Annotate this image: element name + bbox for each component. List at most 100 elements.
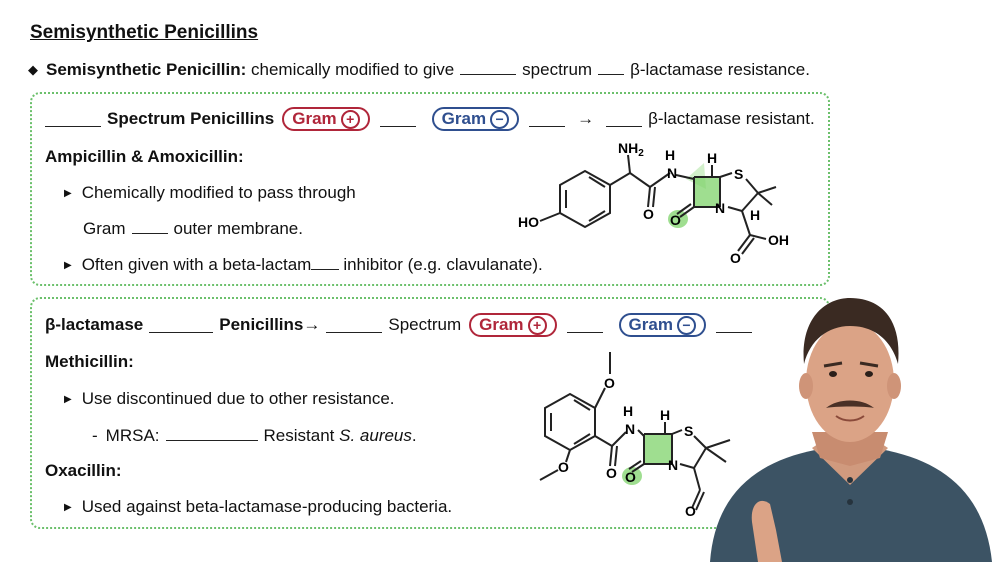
mrsa-item: -MRSA: Resistant S. aureus. [92, 426, 417, 446]
dash-bullet: - [92, 426, 98, 445]
triangle-bullet-icon: ▶ [64, 188, 72, 199]
penicillins-label: Penicillins→ [219, 315, 321, 334]
arrow-icon: → [577, 109, 595, 128]
blank [326, 318, 383, 333]
presenter-shirt [710, 450, 992, 562]
o-label: O [730, 250, 741, 266]
blank [529, 112, 566, 127]
list-item-text: Resistant [263, 426, 335, 445]
o-label: O [558, 459, 569, 475]
blank [715, 318, 752, 333]
s-label: S [684, 423, 693, 439]
oh-label: OH [768, 232, 789, 248]
nh2-label: NH2 [618, 140, 644, 159]
broad-spectrum-box [30, 92, 830, 286]
spectrum-label: Spectrum [388, 315, 462, 334]
presenter-hand [751, 500, 782, 562]
blank [45, 112, 101, 127]
blank [598, 60, 625, 75]
list-item-continued: Gram outer membrane. [83, 219, 303, 239]
presenter-video [710, 298, 992, 562]
list-item: ▶ Use discontinued due to other resistanc… [64, 389, 395, 409]
ho-label: HO [518, 214, 539, 230]
list-item-text: Use discontinued due to other resistance… [81, 389, 395, 408]
methicillin-subheading: Methicillin: [45, 352, 134, 371]
presenter-face [806, 322, 894, 442]
presenter-mustache [826, 400, 874, 408]
list-item: ▶ Chemically modified to pass through [64, 183, 356, 203]
gram-negative-badge: Gram− [431, 107, 520, 131]
gram-negative-label: Gram [441, 109, 487, 128]
o-label: O [670, 212, 681, 228]
list-item-text: Gram [83, 219, 126, 238]
list-item-text: Chemically modified to pass through [81, 183, 356, 202]
blank [149, 318, 214, 333]
beta-lactam-highlight [694, 177, 720, 207]
minus-icon: − [490, 109, 510, 129]
intro-text-1: chemically modified to give [251, 60, 455, 79]
plus-icon: + [527, 315, 547, 335]
s-label: S [734, 166, 743, 182]
gram-negative-badge: Gram− [618, 313, 706, 337]
blank [606, 112, 643, 127]
triangle-bullet-icon: ▶ [64, 394, 72, 405]
blank [165, 426, 258, 441]
triangle-bullet-icon: ▶ [64, 260, 72, 271]
intro-line: ◆ Semisynthetic Penicillin: chemically mo… [28, 60, 810, 80]
o-label: O [643, 206, 654, 222]
blank [566, 318, 603, 333]
gram-positive-label: Gram [479, 315, 524, 334]
o-label: O [606, 465, 617, 481]
benzene-ring [559, 169, 611, 229]
intro-text-3: β-lactamase resistance. [630, 60, 810, 79]
blank [460, 60, 517, 75]
box2-heading: β-lactamase Penicillins→ Spectrum Gram+ … [45, 313, 758, 337]
diamond-bullet-icon: ◆ [28, 62, 38, 77]
list-item-text: outer membrane. [173, 219, 303, 238]
blank [131, 219, 168, 234]
gram-positive-badge: Gram+ [282, 107, 370, 131]
plus-icon: + [340, 109, 360, 129]
h-label: H [660, 407, 670, 423]
h-label: H [665, 147, 675, 163]
o-label: O [685, 503, 696, 519]
list-item-text: inhibitor (e.g. clavulanate). [343, 255, 543, 274]
list-item-text: Used against beta-lactamase-producing ba… [81, 497, 453, 516]
h-label: H [623, 403, 633, 419]
list-item: ▶ Used against beta-lactamase-producing b… [64, 497, 452, 517]
blank [379, 112, 416, 127]
n-label: N [625, 421, 635, 437]
beta-lactam-highlight [644, 434, 672, 464]
page-title: Semisynthetic Penicillins [30, 22, 259, 43]
n-label: N [668, 457, 678, 473]
beta-lactamase-label: β-lactamase [45, 315, 144, 334]
spectrum-penicillins-label: Spectrum Penicillins [107, 109, 275, 128]
species-name: S. aureus [339, 426, 412, 445]
benzene-ring [544, 392, 596, 452]
gram-negative-label: Gram [628, 315, 673, 334]
blank [311, 255, 340, 270]
gram-positive-label: Gram [292, 109, 337, 128]
list-item-text: Often given with a beta-lactam [81, 255, 312, 274]
h-label: H [750, 207, 760, 223]
ampicillin-subheading: Ampicillin & Amoxicillin: [45, 147, 244, 166]
box1-heading: Spectrum Penicillins Gram+ Gram− → β-lac… [45, 107, 815, 131]
triangle-bullet-icon: ▶ [64, 502, 72, 513]
amoxicillin-structure: NH2 H N H S N H O HO O OH O [518, 140, 789, 266]
list-item: ▶ Often given with a beta-lactam inhibitor… [64, 255, 543, 275]
list-item-text: MRSA: [105, 426, 160, 445]
n-label: N [715, 200, 725, 216]
n-label: N [667, 165, 677, 181]
presenter-hair [803, 298, 899, 364]
intro-text-2: spectrum [522, 60, 593, 79]
gram-positive-badge: Gram+ [469, 313, 557, 337]
oxacillin-subheading: Oxacillin: [45, 461, 122, 480]
methicillin-structure: O H N H S N O O O O [539, 352, 731, 519]
o-label: O [604, 375, 615, 391]
minus-icon: − [676, 315, 696, 335]
h-label: H [707, 150, 717, 166]
list-item-text: . [411, 426, 417, 445]
resistant-text: β-lactamase resistant. [648, 109, 815, 128]
intro-term: Semisynthetic Penicillin: [46, 60, 247, 79]
o-label: O [625, 469, 636, 485]
